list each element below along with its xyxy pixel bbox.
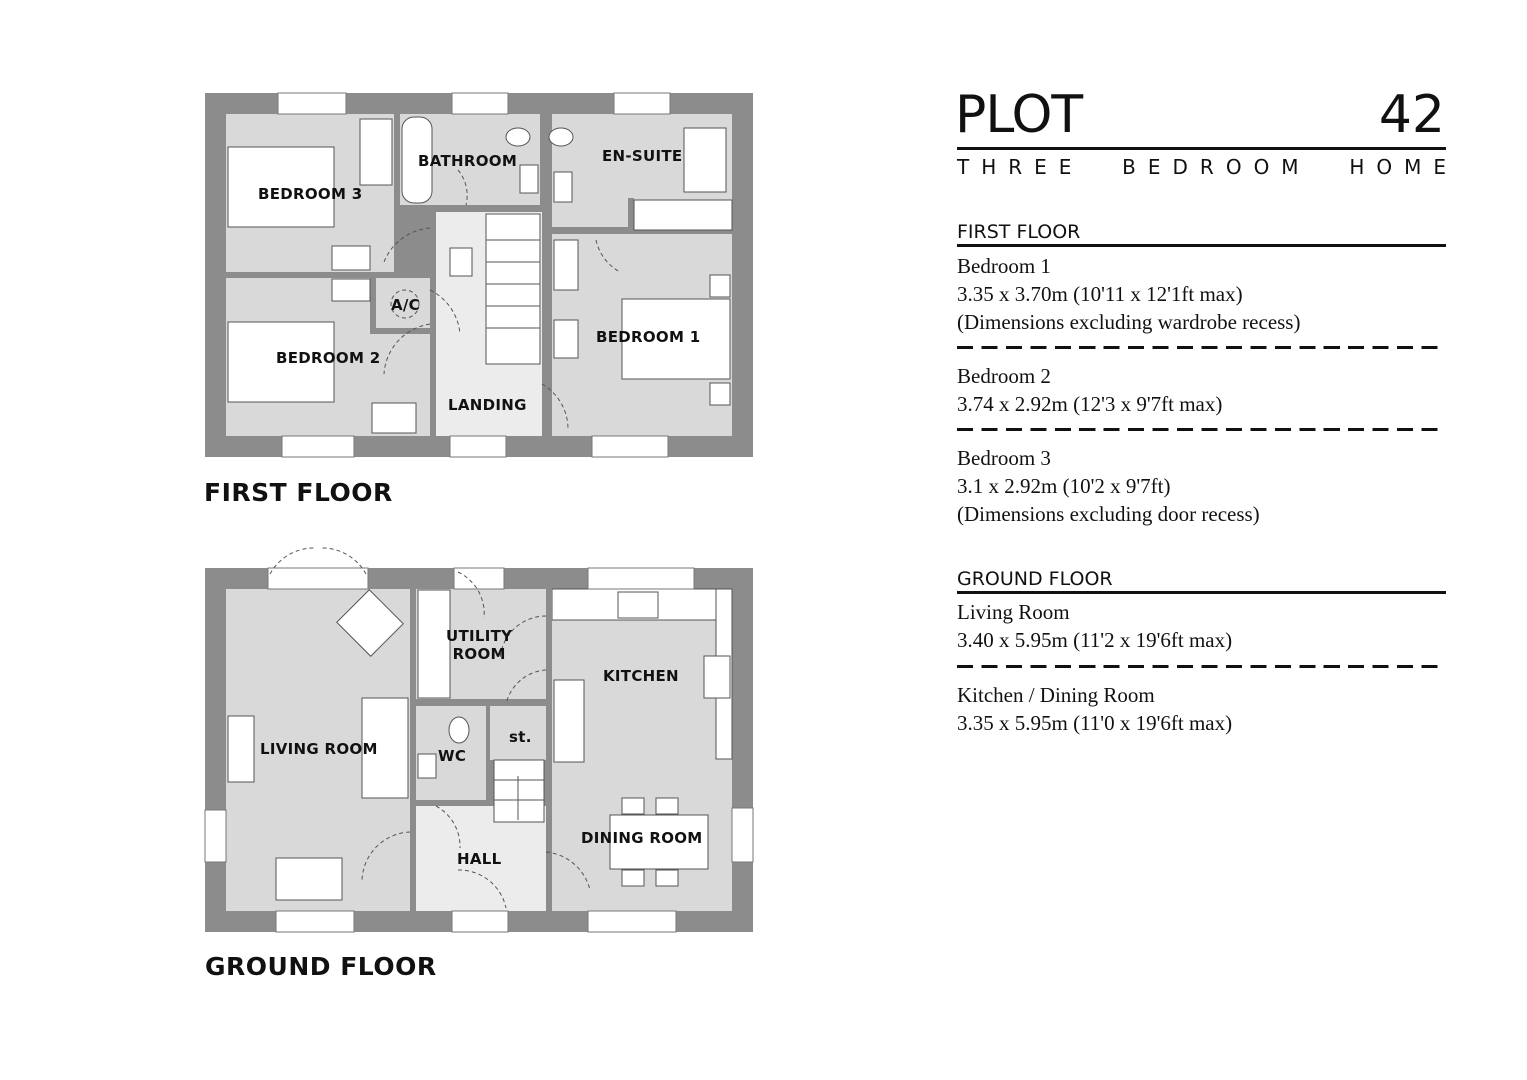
- schedule-entry-bedroom-2: Bedroom 2 3.74 x 2.92m (12'3 x 9'7ft max…: [957, 362, 1446, 418]
- entry-dimensions: 3.74 x 2.92m (12'3 x 9'7ft max): [957, 392, 1223, 416]
- entry-room-name: Living Room: [957, 600, 1070, 624]
- entry-room-name: Bedroom 2: [957, 364, 1051, 388]
- schedule-entry-living-room: Living Room 3.40 x 5.95m (11'2 x 19'6ft …: [957, 598, 1446, 654]
- plot-label: PLOT: [955, 85, 1083, 145]
- subtitle-word-2: BEDROOM: [1122, 155, 1311, 179]
- schedule-first-floor-heading: FIRST FLOOR: [957, 221, 1446, 247]
- schedule-entry-kitchen-dining: Kitchen / Dining Room 3.35 x 5.95m (11'0…: [957, 681, 1446, 737]
- entry-dimensions: 3.35 x 3.70m (10'11 x 12'1ft max): [957, 282, 1243, 306]
- entry-dimensions: 3.35 x 5.95m (11'0 x 19'6ft max): [957, 711, 1233, 735]
- label-kitchen: KITCHEN: [603, 667, 679, 685]
- room-hall: [416, 806, 546, 911]
- entry-dimensions: 3.1 x 2.92m (10'2 x 9'7ft): [957, 474, 1171, 498]
- entry-dimensions: 3.40 x 5.95m (11'2 x 19'6ft max): [957, 628, 1233, 652]
- schedule-ground-floor-heading: GROUND FLOOR: [957, 568, 1446, 594]
- label-store: st.: [509, 728, 532, 746]
- subtitle-word-1: THREE: [957, 155, 1084, 179]
- entry-room-name: Bedroom 1: [957, 254, 1051, 278]
- property-type-subtitle: THREE BEDROOM HOME: [957, 155, 1446, 179]
- plot-number: 42: [1378, 85, 1445, 145]
- label-en-suite: EN-SUITE: [602, 147, 683, 165]
- room-store: [490, 706, 546, 760]
- entry-room-name: Kitchen / Dining Room: [957, 683, 1155, 707]
- entry-note: (Dimensions excluding wardrobe recess): [957, 310, 1301, 334]
- label-dining-room: DINING ROOM: [581, 829, 703, 847]
- schedule-entry-bedroom-1: Bedroom 1 3.35 x 3.70m (10'11 x 12'1ft m…: [957, 252, 1446, 336]
- subtitle-word-3: HOME: [1349, 155, 1458, 179]
- ground-floor-plan: [204, 547, 754, 933]
- title-divider: [957, 147, 1446, 150]
- label-landing: LANDING: [448, 396, 527, 414]
- label-bedroom-3: BEDROOM 3: [258, 185, 363, 203]
- label-living-room: LIVING ROOM: [260, 740, 378, 758]
- room-ac: [376, 278, 426, 328]
- first-floor-plan: [205, 92, 753, 458]
- label-ac: A/C: [391, 296, 420, 314]
- label-wc: WC: [438, 747, 467, 765]
- label-utility-line1: UTILITY: [446, 627, 513, 645]
- label-hall: HALL: [457, 850, 502, 868]
- label-bedroom-1: BEDROOM 1: [596, 328, 701, 346]
- ground-floor-caption: GROUND FLOOR: [205, 952, 437, 981]
- entry-room-name: Bedroom 3: [957, 446, 1051, 470]
- first-floor-caption: FIRST FLOOR: [204, 478, 393, 507]
- label-bathroom: BATHROOM: [418, 152, 518, 170]
- entry-note: (Dimensions excluding door recess): [957, 502, 1260, 526]
- schedule-entry-bedroom-3: Bedroom 3 3.1 x 2.92m (10'2 x 9'7ft) (Di…: [957, 444, 1446, 528]
- dashed-divider: [957, 346, 1446, 349]
- label-bedroom-2: BEDROOM 2: [276, 349, 381, 367]
- label-utility-room: UTILITY ROOM: [446, 627, 512, 663]
- dashed-divider: [957, 665, 1446, 668]
- dashed-divider: [957, 428, 1446, 431]
- label-utility-line2: ROOM: [452, 645, 506, 663]
